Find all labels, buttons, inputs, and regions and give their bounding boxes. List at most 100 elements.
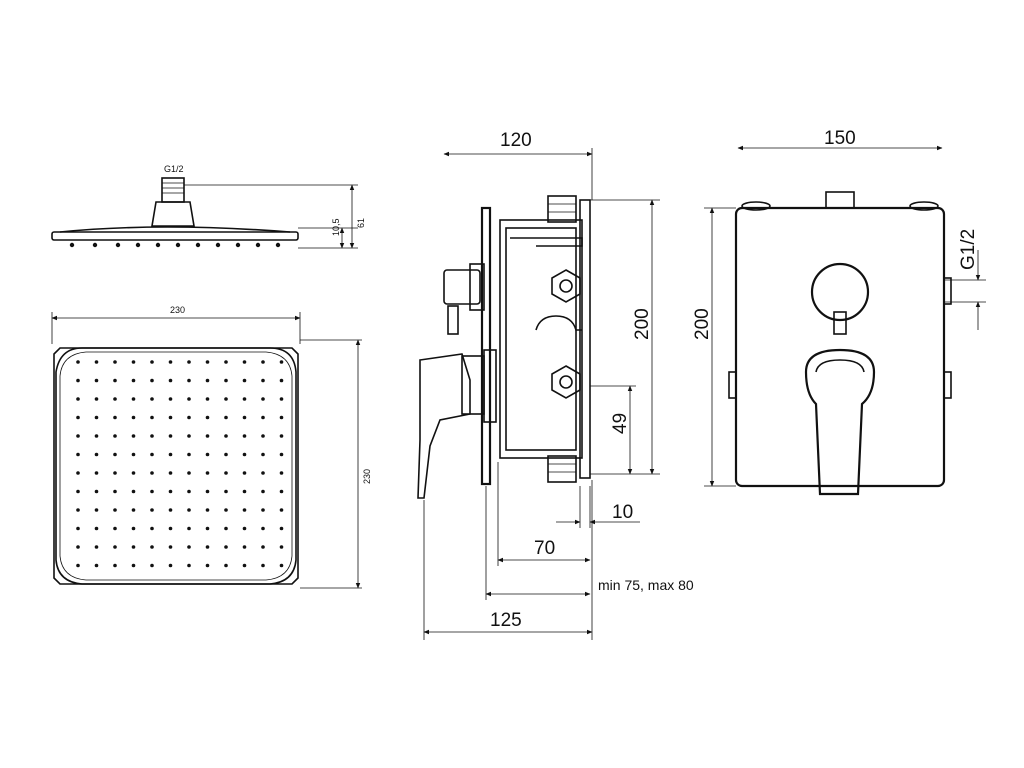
nozzle-dot bbox=[261, 489, 265, 494]
nozzle-dot bbox=[279, 526, 284, 531]
nozzle-dot bbox=[205, 545, 210, 549]
nozzle-dot bbox=[94, 526, 99, 531]
nozzle-dot bbox=[76, 471, 80, 475]
front-height-label: 200 bbox=[692, 308, 713, 340]
nozzle-dot bbox=[150, 526, 154, 531]
nozzle-dot bbox=[131, 397, 136, 401]
nozzle-dot bbox=[131, 360, 136, 364]
nozzle-dot bbox=[94, 360, 99, 364]
nozzle-dot bbox=[94, 489, 99, 494]
nozzle-dot bbox=[76, 434, 80, 438]
nozzle-dot bbox=[113, 471, 117, 475]
nozzle-dot bbox=[187, 526, 191, 531]
nozzle-dot bbox=[205, 360, 210, 364]
nozzle-dot bbox=[242, 508, 247, 512]
mixer-front-view: 150 200 G1/2 bbox=[692, 128, 986, 496]
nozzle-dot bbox=[76, 563, 80, 568]
nozzle-dot bbox=[224, 545, 228, 549]
nozzle-dot bbox=[205, 471, 210, 475]
nozzle-dot bbox=[94, 452, 99, 457]
nozzle-dot bbox=[94, 397, 99, 401]
nozzle-dot bbox=[113, 526, 117, 531]
nozzle-dot bbox=[242, 526, 247, 531]
shower-thread-label: G1/2 bbox=[164, 164, 184, 174]
nozzle-dot bbox=[76, 526, 80, 531]
nozzle-dot bbox=[94, 434, 99, 438]
nozzle-dot bbox=[113, 397, 117, 401]
nozzle-dot bbox=[187, 378, 191, 383]
nozzle-dot bbox=[150, 434, 154, 438]
nozzle-dot bbox=[205, 508, 210, 512]
nozzle-dot bbox=[94, 563, 99, 568]
nozzle-dot bbox=[242, 452, 247, 457]
nozzle-dot bbox=[94, 545, 99, 549]
nozzle-dot bbox=[279, 397, 284, 401]
nozzle-dot bbox=[224, 563, 228, 568]
nozzle-dot bbox=[261, 471, 265, 475]
nozzle-dot bbox=[187, 415, 191, 420]
nozzle-dot bbox=[150, 452, 154, 457]
nozzle-dot bbox=[150, 415, 154, 420]
side-depth-range-label: min 75, max 80 bbox=[598, 577, 694, 593]
side-dim10-label: 10 bbox=[612, 502, 633, 523]
nozzle-dot bbox=[168, 563, 173, 568]
nozzle-dot bbox=[131, 489, 136, 494]
nozzle-dot bbox=[205, 378, 210, 383]
nozzle-dot bbox=[168, 452, 173, 457]
nozzle-dot bbox=[242, 563, 247, 568]
nozzle-dot bbox=[168, 360, 173, 364]
nozzle-dot bbox=[205, 434, 210, 438]
nozzle-dot bbox=[279, 452, 284, 457]
side-width-label: 120 bbox=[500, 130, 532, 151]
nozzle-dot bbox=[279, 489, 284, 494]
nozzle-dot bbox=[205, 526, 210, 531]
nozzle-dot bbox=[131, 378, 136, 383]
nozzle-dot bbox=[113, 378, 117, 383]
nozzle-dot bbox=[187, 545, 191, 549]
nozzle-dot bbox=[76, 452, 80, 457]
nozzle-dot bbox=[261, 415, 265, 420]
nozzle-dot bbox=[224, 489, 228, 494]
nozzle-dot bbox=[168, 378, 173, 383]
nozzle-dot bbox=[76, 415, 80, 420]
nozzle-dot bbox=[242, 378, 247, 383]
nozzle-dot bbox=[242, 545, 247, 549]
nozzle-dot bbox=[131, 545, 136, 549]
front-thread-label: G1/2 bbox=[958, 229, 979, 270]
side-dim125-label: 125 bbox=[490, 610, 522, 631]
nozzle-dot bbox=[261, 397, 265, 401]
nozzle-dot bbox=[187, 563, 191, 568]
nozzle-row bbox=[69, 242, 281, 248]
mixer-side-view: 120 200 49 10 70 min 75, max 80 125 bbox=[417, 130, 694, 640]
nozzle-dot bbox=[205, 397, 210, 401]
nozzle-dot bbox=[168, 489, 173, 494]
nozzle-dot bbox=[242, 397, 247, 401]
nozzle-dot bbox=[224, 434, 228, 438]
nozzle-dot bbox=[279, 360, 284, 364]
nozzle-dot bbox=[168, 508, 173, 512]
nozzle-dot bbox=[242, 415, 247, 420]
shower-head-side-view: G1/2 61 10,5 bbox=[51, 164, 366, 249]
nozzle-dot bbox=[131, 415, 136, 420]
nozzle-dot bbox=[187, 508, 191, 512]
nozzle-dot bbox=[150, 489, 154, 494]
nozzle-dot bbox=[113, 563, 117, 568]
nozzle-dot bbox=[224, 471, 228, 475]
nozzle-dot bbox=[131, 526, 136, 531]
side-dim70-label: 70 bbox=[534, 538, 555, 559]
nozzle-dot bbox=[76, 360, 80, 364]
nozzle-dot bbox=[168, 397, 173, 401]
nozzle-dot bbox=[187, 489, 191, 494]
nozzle-dot bbox=[187, 471, 191, 475]
nozzle-dot bbox=[113, 489, 117, 494]
nozzle-dot bbox=[187, 452, 191, 457]
nozzle-dot bbox=[279, 545, 284, 549]
nozzle-dot bbox=[205, 415, 210, 420]
nozzle-dot bbox=[224, 526, 228, 531]
nozzle-dot bbox=[76, 489, 80, 494]
nozzle-dot bbox=[261, 508, 265, 512]
nozzle-dot bbox=[113, 508, 117, 512]
nozzle-dot bbox=[187, 397, 191, 401]
